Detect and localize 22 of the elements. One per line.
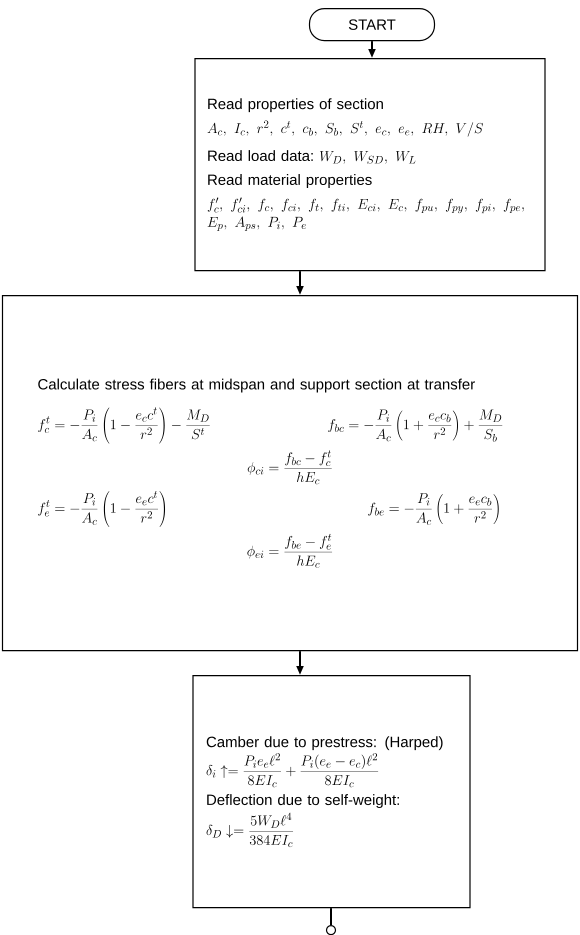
- step-text: Calculate stress fibers at midspan and support section at transfer: [38, 378, 475, 392]
- step-text: START: [348, 19, 396, 30]
- step-text: Read load data:: [208, 150, 313, 162]
- formula: $\delta_D \downarrow = \frac{5W_D \ell^4}{384EI_c}$: [206, 812, 294, 848]
- step-text: Read properties of section: [208, 98, 383, 112]
- formula: $f_c^t = -\frac{P_i}{A_c}\left(1 - \frac{e_c c^t}{r^2}\right) - \frac{M_D}{S^t}$: [38, 407, 210, 444]
- process-box: [192, 675, 471, 908]
- formula: $f_{bc} = -\frac{P_i}{A_c}\left(1 + \frac{e_c c_b}{r^2}\right) + \frac{M_D}{S_b}$: [328, 410, 502, 442]
- terminal-box: [308, 8, 436, 42]
- formula: $\delta_i \uparrow = \frac{P_i e_e \ell^2}{8EI_c} + \frac{P_i(e_e - e_c)\ell^2}{8EI_c}$: [206, 752, 378, 788]
- formula: $\phi_{ei} = \frac{f_{be} - f_e^t}{hE_c}$: [247, 534, 332, 568]
- process-box: [2, 295, 578, 652]
- step-text: Camber due to prestress: (Harped): [206, 736, 443, 750]
- formula: $W_D,\ W_{SD},\ W_L$: [320, 151, 416, 164]
- process-box: [194, 58, 546, 272]
- formula: $f_e^t = -\frac{P_i}{A_c}\left(1 - \frac{e_e c^t}{r^2}\right)$: [38, 490, 166, 528]
- formula: $A_c,\ I_c,\ r^2,\ c^t,\ c_b,\ S_b,\ S^t,\ e_c,\ e_e,\ RH,\ V/S$: [207, 120, 484, 137]
- formula: $f'_c,\allowbreak\ f'_{ci},\allowbreak\ f_c,\allowbreak\ f_{ci},\allowbreak\ f_t,\allowbreak\ f_{ti},\allowbreak\ E_{ci},\allowbreak\ E_c,\allowbreak\ f_{pu},\allowbreak\ f_{py},\allowbreak\ f_{pi},\allowbreak\ f_{pe},\allowbreak\ E_p,\allowbreak\ A_{ps},\allowbreak\ P_i,\allowbreak\ P_e$: [208, 197, 524, 231]
- step-text: Deflection due to self-weight:: [207, 794, 399, 808]
- formula: $f_{be} = -\frac{P_i}{A_c}\left(1 + \frac{e_e c_b}{r^2}\right)$: [368, 493, 499, 525]
- formula: $\phi_{ci} = \frac{f_{bc} - f_c^t}{hE_c}$: [248, 450, 332, 484]
- step-text: Read material properties: [208, 174, 372, 188]
